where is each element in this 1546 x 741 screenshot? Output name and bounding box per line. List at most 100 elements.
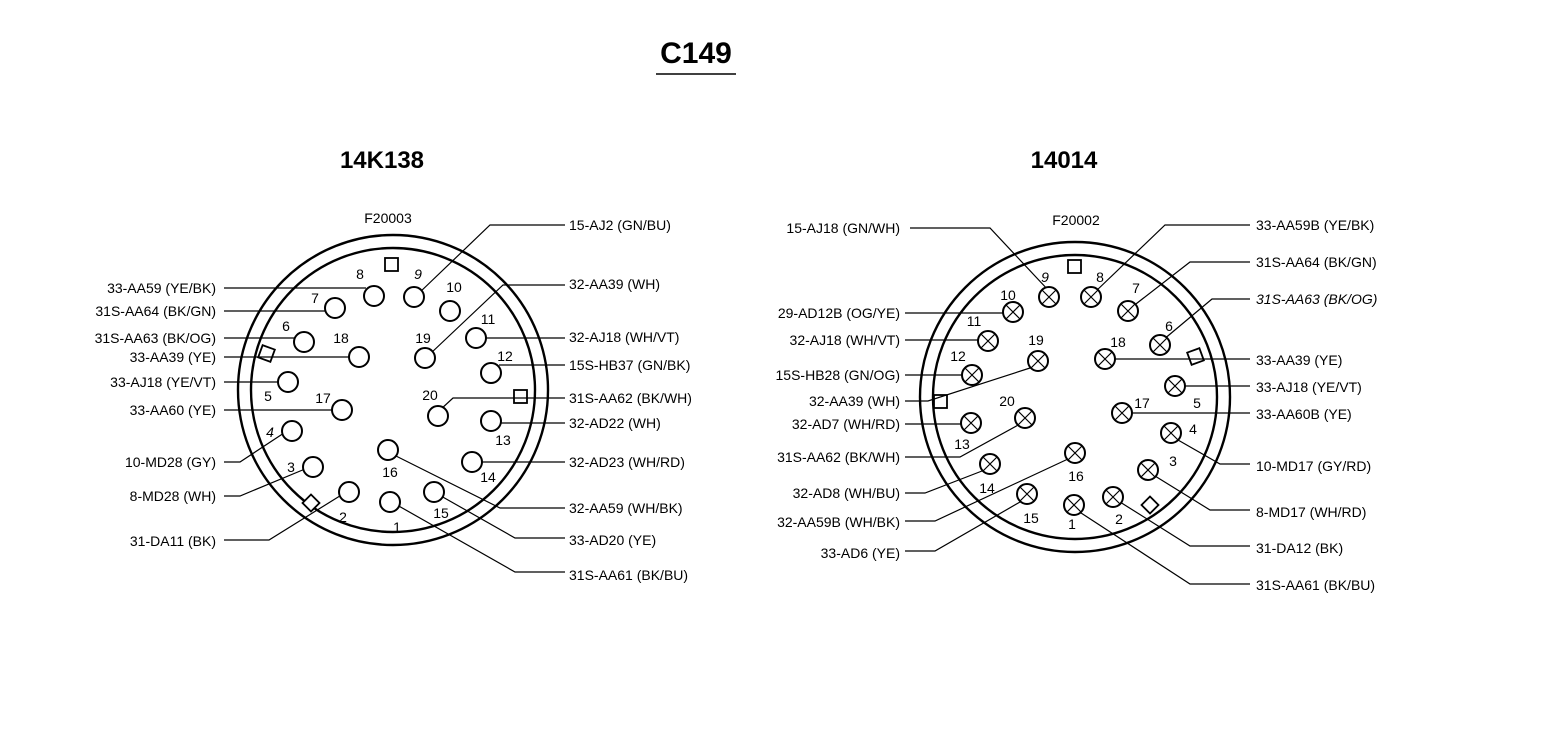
pin-number: 4 — [266, 424, 274, 440]
pin-12 — [480, 362, 502, 384]
part-number: F20003 — [364, 210, 412, 226]
pin-15 — [1016, 483, 1038, 505]
wire-label: 32-AA59B (WH/BK) — [777, 514, 900, 530]
pin-number: 3 — [1169, 453, 1177, 469]
pin-18 — [348, 346, 370, 368]
pin-4 — [281, 420, 303, 442]
pin-number: 15 — [433, 505, 449, 521]
leader-32-aa39 — [905, 367, 1031, 402]
connector-outer-ring — [918, 240, 1232, 554]
pin-number: 2 — [339, 509, 347, 525]
wire-label: 15-AJ18 (GN/WH) — [786, 220, 900, 236]
leader-15-aj2 — [417, 224, 565, 295]
wire-labels: 15-AJ2 (GN/BU) 33-AA59 (YE/BK) 32-AA39 (… — [95, 217, 692, 583]
pin-number: 11 — [967, 313, 982, 329]
pin-7 — [324, 297, 346, 319]
connector-outer-ring — [236, 233, 550, 547]
leader-31s-aa62 — [905, 423, 1021, 458]
wire-label: 31S-AA62 (BK/WH) — [569, 390, 692, 406]
wire-label: 31-DA12 (BK) — [1256, 540, 1343, 556]
connector-14014: 14014 F20002 — [776, 147, 1378, 593]
key-tab-top — [1067, 259, 1082, 274]
pin-10 — [439, 300, 461, 322]
connector-14k138: 14K138 F20003 — [95, 147, 692, 583]
pin-number: 19 — [1028, 332, 1044, 348]
pin-number: 9 — [414, 266, 422, 282]
wire-label: 33-AA39 (YE) — [1256, 352, 1342, 368]
pin-7 — [1117, 300, 1139, 322]
pin-group — [960, 286, 1186, 516]
leader-31s-aa61 — [396, 504, 565, 573]
pin-numbers: 1 2 3 4 5 6 7 8 9 10 11 12 13 14 15 16 1… — [264, 266, 513, 535]
pin-1 — [379, 491, 401, 513]
pin-number: 8 — [356, 266, 364, 282]
wire-label: 15S-HB28 (GN/OG) — [776, 367, 900, 383]
pin-19 — [1027, 350, 1049, 372]
leader-15-aj18 — [910, 227, 1051, 293]
pin-17 — [1111, 402, 1133, 424]
key-tab-right — [513, 389, 528, 404]
connector-name: 14014 — [1031, 147, 1098, 174]
wire-label: 31S-AA62 (BK/WH) — [777, 449, 900, 465]
wire-label: 15S-HB37 (GN/BK) — [569, 357, 690, 373]
pin-number: 18 — [333, 330, 349, 346]
pin-13 — [960, 412, 982, 434]
pin-13 — [480, 410, 502, 432]
pin-3 — [302, 456, 324, 478]
leader-lines — [224, 224, 565, 573]
leader-31s-aa61 — [1077, 510, 1250, 585]
leader-32-aa39 — [429, 284, 565, 355]
pin-number: 20 — [999, 393, 1015, 409]
wire-label: 32-AJ18 (WH/VT) — [790, 332, 900, 348]
pin-number: 13 — [954, 436, 970, 452]
pin-6 — [293, 331, 315, 353]
leader-33-ad20 — [440, 495, 565, 539]
wire-label: 31S-AA61 (BK/BU) — [569, 567, 688, 583]
pin-number: 12 — [950, 348, 966, 364]
wire-label: 32-AA59 (WH/BK) — [569, 500, 683, 516]
leader-32-ad8 — [905, 470, 983, 494]
pin-number: 6 — [282, 318, 290, 334]
pin-number: 18 — [1110, 334, 1126, 350]
wire-label: 33-AJ18 (YE/VT) — [110, 374, 216, 390]
connector-name: 14K138 — [340, 147, 424, 174]
pin-8 — [1080, 286, 1102, 308]
pin-5 — [1164, 375, 1186, 397]
pin-number: 16 — [1068, 468, 1084, 484]
wire-label: 32-AA39 (WH) — [809, 393, 900, 409]
pin-5 — [277, 371, 299, 393]
wire-label: 33-AD20 (YE) — [569, 532, 656, 548]
wire-label: 33-AA39 (YE) — [130, 349, 216, 365]
pin-number: 7 — [311, 290, 319, 306]
pin-number: 5 — [1193, 395, 1201, 411]
leader-31s-aa63 — [1162, 298, 1250, 341]
pin-number: 13 — [495, 432, 511, 448]
pin-16 — [377, 439, 399, 461]
pin-number: 1 — [393, 519, 401, 535]
wire-label: 31S-AA61 (BK/BU) — [1256, 577, 1375, 593]
leader-lines — [905, 224, 1250, 585]
wire-label: 32-AD23 (WH/RD) — [569, 454, 685, 470]
pin-number: 7 — [1132, 280, 1140, 296]
wire-label: 33-AA60B (YE) — [1256, 406, 1352, 422]
pin-group — [277, 285, 502, 513]
wire-label: 32-AA39 (WH) — [569, 276, 660, 292]
pin-number: 1 — [1068, 516, 1076, 532]
wire-label: 8-MD17 (WH/RD) — [1256, 504, 1366, 520]
wire-label: 32-AJ18 (WH/VT) — [569, 329, 679, 345]
leader-33-ad6 — [905, 501, 1021, 552]
connector-inner-ring — [931, 253, 1219, 541]
pin-11 — [465, 327, 487, 349]
pin-number: 20 — [422, 387, 438, 403]
key-tab-top — [384, 257, 399, 272]
wire-label: 8-MD28 (WH) — [130, 488, 216, 504]
leader-8-md17 — [1154, 475, 1250, 511]
pin-18 — [1094, 348, 1116, 370]
pin-2 — [338, 481, 360, 503]
pin-10 — [1002, 301, 1024, 323]
pin-number: 17 — [1134, 395, 1150, 411]
pin-14 — [979, 453, 1001, 475]
leader-33-aa59b — [1094, 224, 1250, 293]
pin-number: 14 — [979, 480, 995, 496]
pin-number: 2 — [1115, 511, 1123, 527]
